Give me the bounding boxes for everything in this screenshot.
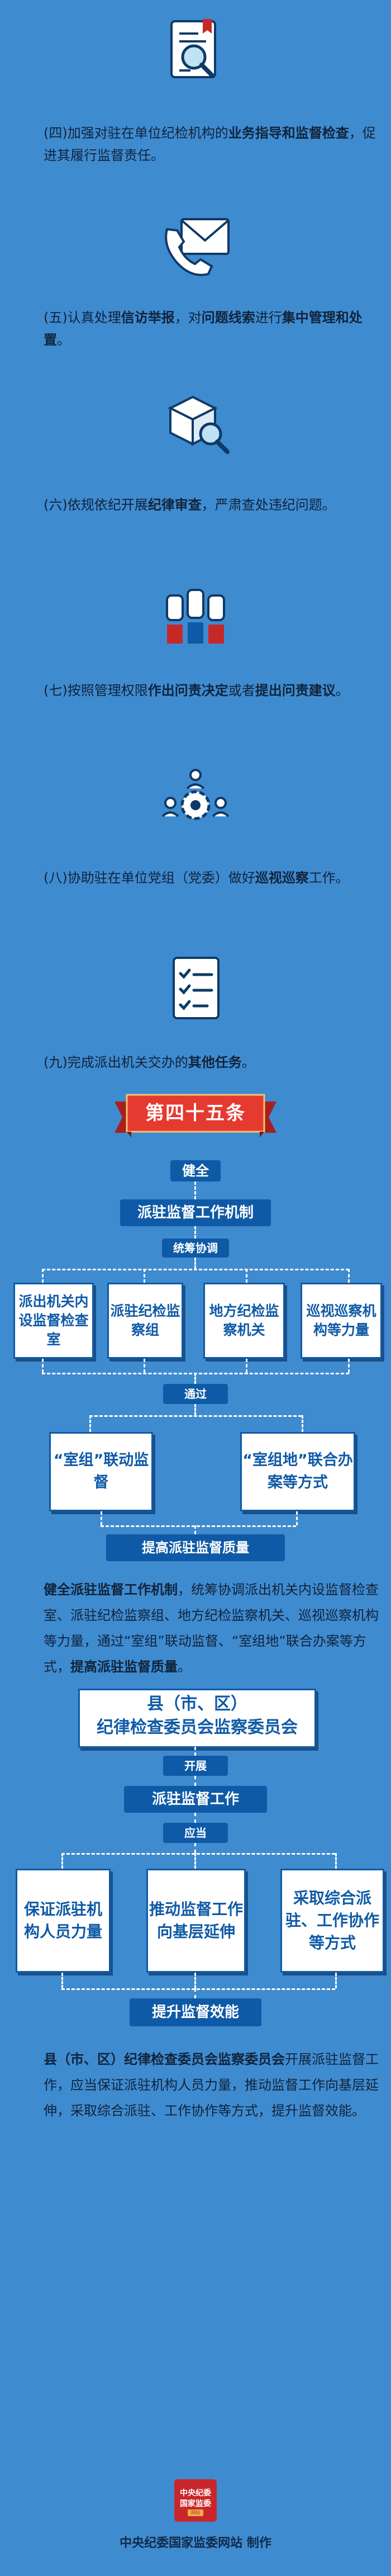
pill-mechanism: 派驻监督工作机制 bbox=[120, 1199, 271, 1226]
item-9-text: (九)完成派出机关交办的其他任务。 bbox=[44, 1055, 255, 1070]
checklist-icon bbox=[173, 957, 220, 1019]
box-magnifier-icon bbox=[168, 395, 230, 454]
box-joint-supervision: “室组”联动监督 bbox=[49, 1432, 153, 1511]
box-supervision-office: 派出机关内设监督检查室 bbox=[13, 1283, 94, 1359]
item-8-text: (八)协助驻在单位党组（党委）做好巡视巡察工作。 bbox=[44, 870, 349, 886]
document-search-icon bbox=[170, 19, 216, 78]
box-staffing: 保证派驻机构人员力量 bbox=[16, 1869, 111, 1973]
item-7-text: (七)按照管理权限作出问责决定或者提出问责建议。 bbox=[44, 683, 349, 698]
pill-dispatch-work: 派驻监督工作 bbox=[124, 1786, 267, 1813]
pill-jianquan: 健全 bbox=[170, 1160, 221, 1181]
footer-credit: 中央纪委国家监委网站 制作 bbox=[120, 2536, 271, 2550]
raised-hands-icon bbox=[166, 589, 225, 644]
item-4-text: (四)加强对驻在单位纪检机构的业务指导和监督检查，促进其履行监督责任。 bbox=[44, 125, 376, 163]
box-grassroots: 推动监督工作向基层延伸 bbox=[146, 1869, 246, 1973]
county-commission-title: 县（市、区） 纪律检查委员会监察委员会 bbox=[78, 1689, 316, 1748]
pill-via: 通过 bbox=[163, 1384, 228, 1404]
pill-carry-out: 开展 bbox=[163, 1756, 228, 1776]
article-banner bbox=[115, 1094, 276, 1137]
box-local-organ: 地方纪检监察机关 bbox=[203, 1283, 285, 1359]
team-gear-icon bbox=[161, 769, 230, 820]
pill-coordinate: 统筹协调 bbox=[162, 1239, 229, 1258]
box-patrol-force: 巡视巡察机构等力量 bbox=[301, 1283, 382, 1359]
pill-should: 应当 bbox=[163, 1823, 228, 1843]
phone-mail-icon bbox=[165, 218, 230, 276]
box-comprehensive: 采取综合派驻、工作协作等方式 bbox=[280, 1869, 384, 1973]
item-5-text: (五)认真处理信访举报，对问题线索进行集中管理和处置。 bbox=[44, 310, 363, 348]
paragraph-2: 县（市、区）纪律检查委员会监察委员会开展派驻监督工作，应当保证派驻机构人员力量，… bbox=[44, 2052, 379, 2119]
pill-improve-quality: 提高派驻监督质量 bbox=[106, 1534, 285, 1561]
pill-improve-efficiency: 提升监督效能 bbox=[130, 1998, 261, 2026]
item-6-text: (六)依规依纪开展纪律审查，严肃查处违纪问题。 bbox=[44, 497, 336, 513]
article-title: 第四十五条 bbox=[145, 1102, 246, 1124]
paragraph-1: 健全派驻监督工作机制，统筹协调派出机关内设监督检查室、派驻纪检监察组、地方纪检监… bbox=[44, 1582, 379, 1675]
box-joint-case: “室组地”联合办案等方式 bbox=[240, 1432, 355, 1511]
box-inspection-group: 派驻纪检监察组 bbox=[107, 1283, 183, 1359]
site-logo: 中央纪委 国家监委 网站 bbox=[174, 2479, 217, 2522]
